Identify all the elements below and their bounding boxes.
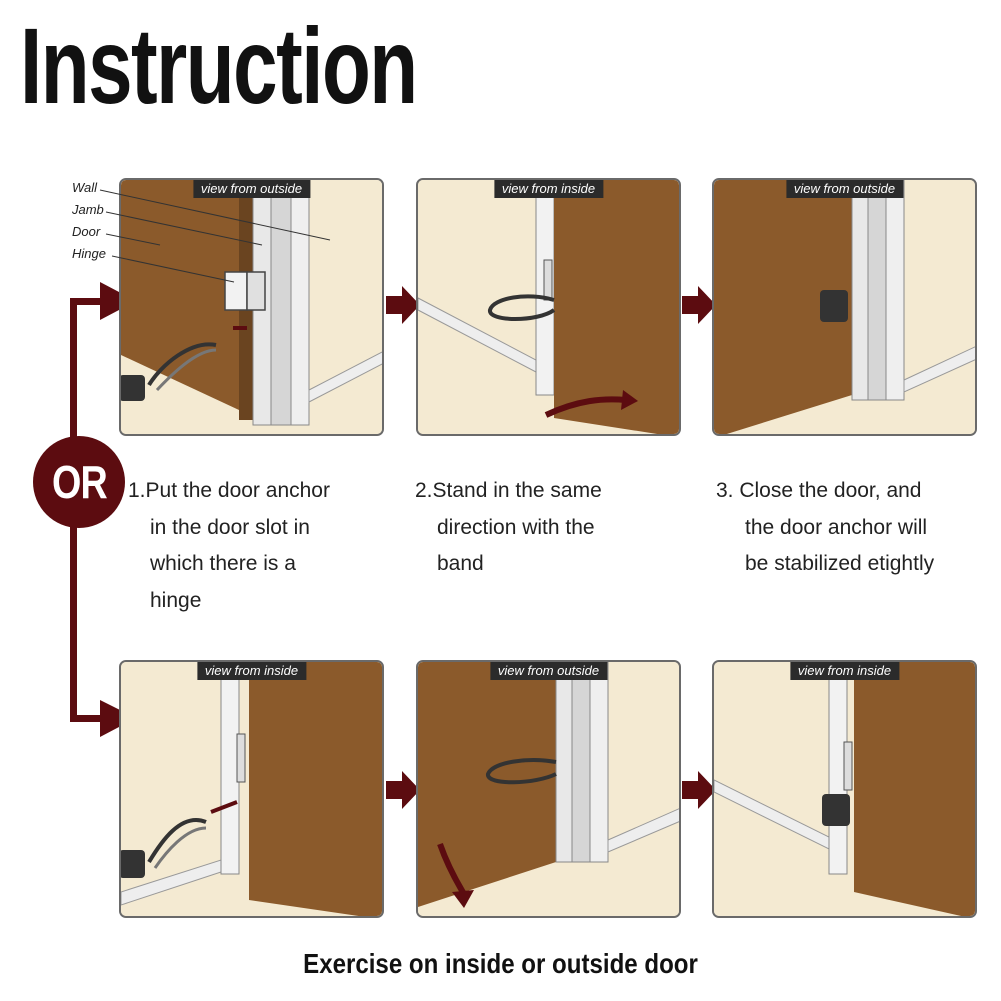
- right-arrow-icon: [100, 700, 136, 737]
- door-anchor-icon: [820, 290, 848, 322]
- view-label: view from outside: [785, 180, 904, 198]
- door-anchor-icon: [822, 794, 850, 826]
- door-anchor-icon: [486, 758, 557, 785]
- callout-wall: Wall: [72, 180, 98, 195]
- or-badge: OR: [33, 436, 125, 528]
- callout-door: Door: [72, 224, 101, 239]
- callout-hinge: Hinge: [72, 246, 106, 261]
- door-anchor-icon: [147, 342, 217, 387]
- panel-top-2: view from inside: [416, 178, 681, 436]
- panel-top-3: view from outside: [712, 178, 977, 436]
- right-arrow-icon: [682, 771, 716, 809]
- right-arrow-icon: [386, 286, 420, 324]
- step-3-text: 3. Close the door, and the door anchor w…: [716, 479, 935, 575]
- view-label: view from inside: [493, 180, 604, 198]
- view-label: view from outside: [489, 662, 608, 680]
- door-anchor-icon: [488, 294, 556, 321]
- panel-bottom-3: view from inside: [712, 660, 977, 918]
- callout-jamb: Jamb: [72, 202, 104, 217]
- footer-caption: Exercise on inside or outside door: [303, 948, 698, 979]
- page-title: Instruction: [20, 5, 418, 126]
- view-label: view from inside: [789, 662, 900, 680]
- step-1-text: 1.Put the door anchor in the door slot i…: [128, 479, 330, 612]
- view-label: view from inside: [196, 662, 307, 680]
- right-arrow-icon: [682, 286, 716, 324]
- step-2-text: 2.Stand in the same direction with the b…: [415, 479, 602, 575]
- view-label: view from outside: [192, 180, 311, 198]
- panel-bottom-1: view from inside: [119, 660, 384, 918]
- right-arrow-icon: [100, 282, 136, 320]
- panel-bottom-2: view from outside: [416, 660, 681, 918]
- right-arrow-icon: [386, 771, 420, 809]
- curved-arrow-icon: [544, 396, 627, 418]
- panel-top-1: view from outside: [119, 178, 384, 436]
- door-anchor-icon: [147, 818, 207, 864]
